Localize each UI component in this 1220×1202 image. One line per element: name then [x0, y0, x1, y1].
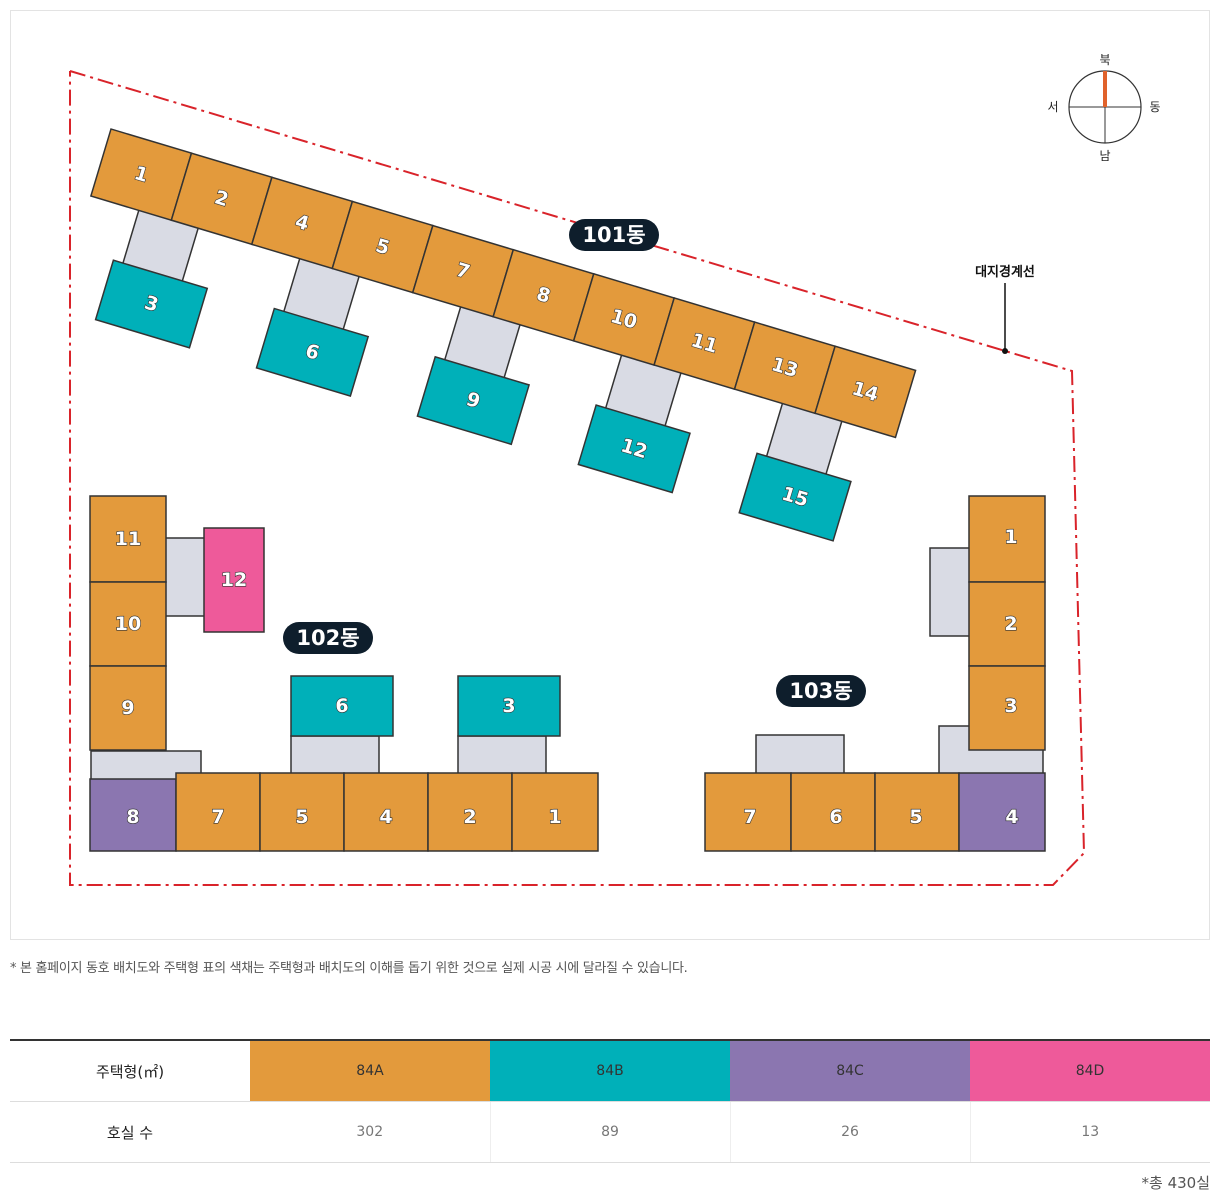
- building-101: 1 2 4 5 7 8 10 11 13 14 3 6 9 12 15 101동: [89, 128, 917, 542]
- count-84a: 302: [250, 1101, 491, 1163]
- unit-102-8[interactable]: 8: [89, 778, 177, 852]
- svg-text:6: 6: [335, 695, 348, 717]
- svg-text:103동: 103동: [789, 679, 852, 703]
- unit-101-1[interactable]: 1: [89, 128, 193, 222]
- svg-text:3: 3: [502, 695, 515, 717]
- building-101-tag: 101동: [569, 219, 659, 251]
- svg-text:2: 2: [463, 806, 476, 828]
- unit-102-2[interactable]: 2: [427, 772, 513, 852]
- unit-102-10[interactable]: 10: [89, 581, 167, 667]
- unit-102-5[interactable]: 5: [259, 772, 345, 852]
- svg-text:101동: 101동: [582, 223, 645, 247]
- type-84a: 84A: [250, 1039, 490, 1102]
- svg-text:7: 7: [211, 806, 224, 828]
- compass-icon: 북 남 동 서: [1047, 53, 1160, 163]
- unit-102-4[interactable]: 4: [343, 772, 429, 852]
- svg-text:10: 10: [115, 613, 141, 635]
- unit-102-3[interactable]: 3: [457, 675, 561, 737]
- unit-103-6[interactable]: 6: [790, 772, 876, 852]
- count-header-label: 호실 수: [10, 1101, 250, 1163]
- svg-text:1: 1: [1004, 526, 1017, 548]
- building-103: 1 2 3 7 6 5 4 103동: [704, 495, 1046, 852]
- unit-103-1[interactable]: 1: [968, 495, 1046, 583]
- building-102-tag: 102동: [283, 622, 373, 654]
- site-plan-svg: 대지경계선 북 남 동 서 1 2 4 5 7 8 10 11 13: [69, 53, 1161, 886]
- compass-east: 동: [1149, 100, 1160, 114]
- boundary-label: 대지경계선: [975, 264, 1035, 280]
- svg-text:3: 3: [1004, 695, 1017, 717]
- unit-103-5[interactable]: 5: [874, 772, 960, 852]
- unit-101-14[interactable]: 14: [814, 345, 917, 439]
- svg-text:7: 7: [743, 806, 756, 828]
- unit-102-7[interactable]: 7: [175, 772, 261, 852]
- compass-south: 남: [1099, 149, 1110, 163]
- type-header-label: 주택형(㎡): [10, 1039, 250, 1102]
- site-plan: 대지경계선 북 남 동 서 1 2 4 5 7 8 10 11 13: [10, 10, 1210, 940]
- unit-101-11[interactable]: 11: [653, 297, 756, 391]
- disclaimer-note: * 본 홈페이지 동호 배치도와 주택형 표의 색채는 주택형과 배치도의 이해…: [10, 961, 688, 976]
- type-84d: 84D: [970, 1039, 1210, 1102]
- unit-103-7[interactable]: 7: [704, 772, 792, 852]
- compass-west: 서: [1047, 100, 1058, 114]
- unit-101-9[interactable]: 9: [416, 355, 531, 446]
- building-103-tag: 103동: [776, 675, 866, 707]
- compass-north: 북: [1099, 53, 1110, 67]
- unit-102-6[interactable]: 6: [290, 675, 394, 737]
- unit-101-2[interactable]: 2: [170, 152, 273, 246]
- unit-101-12[interactable]: 12: [577, 404, 691, 494]
- unit-103-4[interactable]: 4: [958, 772, 1046, 852]
- count-84c: 26: [730, 1101, 971, 1163]
- svg-text:1: 1: [548, 806, 561, 828]
- svg-text:102동: 102동: [296, 626, 359, 650]
- unit-101-5[interactable]: 5: [331, 200, 434, 294]
- svg-text:5: 5: [295, 806, 308, 828]
- svg-text:8: 8: [126, 806, 139, 828]
- unit-101-15[interactable]: 15: [738, 452, 852, 542]
- count-84b: 89: [490, 1101, 731, 1163]
- boundary-leader-dot: [1002, 348, 1008, 354]
- unit-102-12[interactable]: 12: [203, 527, 265, 633]
- building-102: 11 10 9 12 6 3 8 7 5 4 2 1 102동: [89, 495, 599, 852]
- count-row: 호실 수 302 89 26 13: [10, 1101, 1210, 1163]
- unit-101-8[interactable]: 8: [492, 248, 595, 342]
- svg-text:6: 6: [829, 806, 842, 828]
- svg-text:2: 2: [1004, 613, 1017, 635]
- svg-text:5: 5: [909, 806, 922, 828]
- svg-text:4: 4: [1005, 806, 1018, 828]
- site-boundary-line: [69, 70, 1086, 886]
- unit-102-11[interactable]: 11: [89, 495, 167, 583]
- svg-text:9: 9: [121, 697, 134, 719]
- type-84c: 84C: [730, 1039, 970, 1102]
- svg-text:4: 4: [379, 806, 392, 828]
- unit-102-1[interactable]: 1: [511, 772, 599, 852]
- count-84d: 13: [970, 1101, 1210, 1163]
- unit-101-13[interactable]: 13: [733, 321, 837, 415]
- type-84b: 84B: [490, 1039, 730, 1102]
- type-row: 주택형(㎡) 84A 84B 84C 84D: [10, 1039, 1210, 1102]
- svg-text:11: 11: [115, 528, 141, 550]
- total-units: *총 430실: [1141, 1174, 1211, 1192]
- unit-103-2[interactable]: 2: [968, 581, 1046, 667]
- unit-101-6[interactable]: 6: [255, 307, 370, 397]
- unit-103-3[interactable]: 3: [968, 665, 1046, 751]
- svg-text:12: 12: [221, 569, 247, 591]
- unit-101-3[interactable]: 3: [94, 259, 209, 349]
- unit-102-9[interactable]: 9: [89, 665, 167, 751]
- unit-type-table: 주택형(㎡) 84A 84B 84C 84D 호실 수 302 89 26 13: [10, 1039, 1210, 1163]
